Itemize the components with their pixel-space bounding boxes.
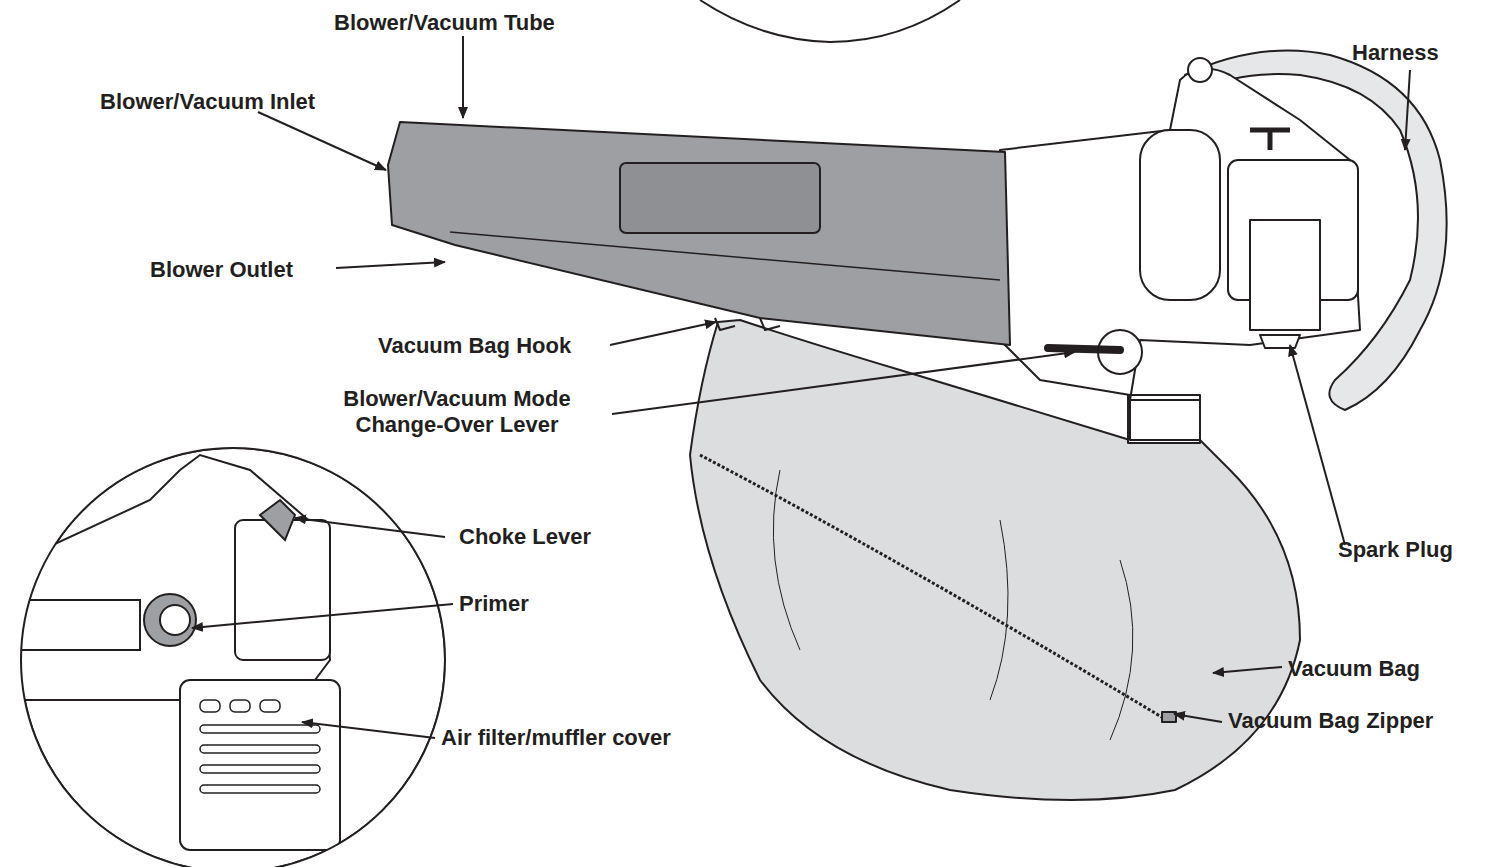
leader-line: [192, 604, 453, 628]
choke-lever: [260, 500, 295, 540]
leader-line: [1290, 345, 1345, 545]
starter-handle: [1250, 130, 1290, 150]
harness-ring: [1188, 58, 1212, 82]
engine-housing: [1000, 69, 1360, 440]
spark-plug: [1260, 335, 1300, 348]
leader-line: [336, 262, 445, 268]
cover-slots: [200, 700, 320, 793]
fan-cover: [1140, 130, 1220, 300]
inset-circle-edge: [700, 0, 960, 42]
leader-line: [302, 722, 435, 738]
leader-line: [610, 322, 716, 345]
leader-lines: [192, 36, 1410, 738]
tube-window: [620, 163, 820, 233]
mode-lever: [1048, 348, 1120, 350]
part-label: Air filter/muffler cover: [441, 725, 671, 751]
zipper-pull: [1162, 712, 1176, 722]
part-label: Harness: [1352, 40, 1439, 66]
leader-line: [1213, 667, 1282, 673]
inset-circle: [21, 448, 445, 867]
leader-line: [295, 518, 445, 537]
muffler-cover: [180, 680, 340, 850]
part-label: Vacuum Bag Hook: [378, 333, 571, 359]
bag-folds: [773, 470, 1133, 740]
part-label: Spark Plug: [1338, 537, 1453, 563]
primer-ring: [144, 594, 196, 646]
part-label: Blower/Vacuum Inlet: [100, 89, 315, 115]
leader-line: [258, 112, 386, 170]
bag-hook: [715, 318, 780, 330]
inset-background: [21, 448, 445, 867]
part-label: Blower/Vacuum Tube: [334, 10, 555, 36]
blower-tube: [388, 122, 1010, 345]
primer-bulb: [160, 605, 190, 635]
leader-line: [1405, 70, 1410, 150]
part-label: Vacuum Bag: [1288, 656, 1420, 682]
leader-line: [1174, 714, 1222, 722]
spark-plug-boot: [1250, 220, 1320, 330]
part-label: Vacuum Bag Zipper: [1228, 708, 1433, 734]
carburetor-cover: [235, 520, 330, 660]
inset-detail: [20, 448, 445, 867]
part-label: Blower/Vacuum Mode Change-Over Lever: [312, 386, 602, 438]
part-label: Primer: [459, 591, 529, 617]
leader-line: [462, 36, 464, 118]
part-label: Blower Outlet: [150, 257, 293, 283]
tube-stub: [20, 600, 140, 650]
part-label: Choke Lever: [459, 524, 591, 550]
leader-line: [612, 352, 1075, 414]
engine-side: [20, 455, 330, 700]
tube-seam: [450, 232, 1000, 280]
bag-zipper: [700, 455, 1170, 722]
